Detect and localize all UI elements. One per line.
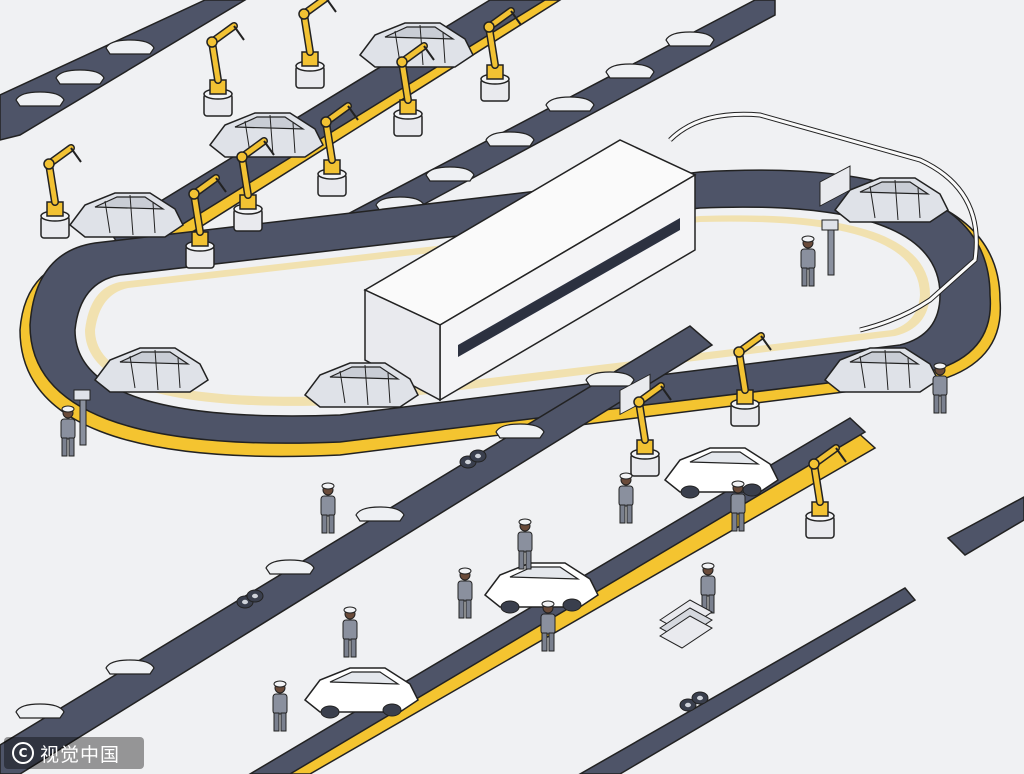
finished-car bbox=[484, 562, 599, 614]
watermark: C 视觉中国 bbox=[4, 737, 144, 769]
worker bbox=[618, 472, 634, 524]
conveyor-belt-edge bbox=[946, 496, 1024, 556]
paint-booth bbox=[363, 139, 697, 402]
worker bbox=[272, 680, 288, 732]
welding-robot bbox=[296, 0, 336, 88]
worker bbox=[517, 518, 533, 570]
conveyor-belt-parts bbox=[0, 325, 714, 774]
copyright-icon: C bbox=[12, 742, 34, 764]
panel-stack bbox=[659, 599, 713, 649]
conveyor-belt-top-left bbox=[0, 0, 247, 141]
worker bbox=[60, 405, 76, 457]
finished-car bbox=[304, 667, 419, 719]
conveyor-belt-seats bbox=[578, 165, 917, 774]
worker bbox=[457, 567, 473, 619]
worker bbox=[932, 362, 948, 414]
worker bbox=[700, 562, 716, 614]
control-terminal bbox=[821, 219, 839, 276]
worker bbox=[540, 600, 556, 652]
control-terminal bbox=[73, 389, 91, 446]
welding-robot bbox=[204, 26, 244, 116]
finished-car bbox=[664, 447, 779, 499]
worker bbox=[320, 482, 336, 534]
worker bbox=[342, 606, 358, 658]
watermark-text: 视觉中国 bbox=[40, 743, 121, 766]
